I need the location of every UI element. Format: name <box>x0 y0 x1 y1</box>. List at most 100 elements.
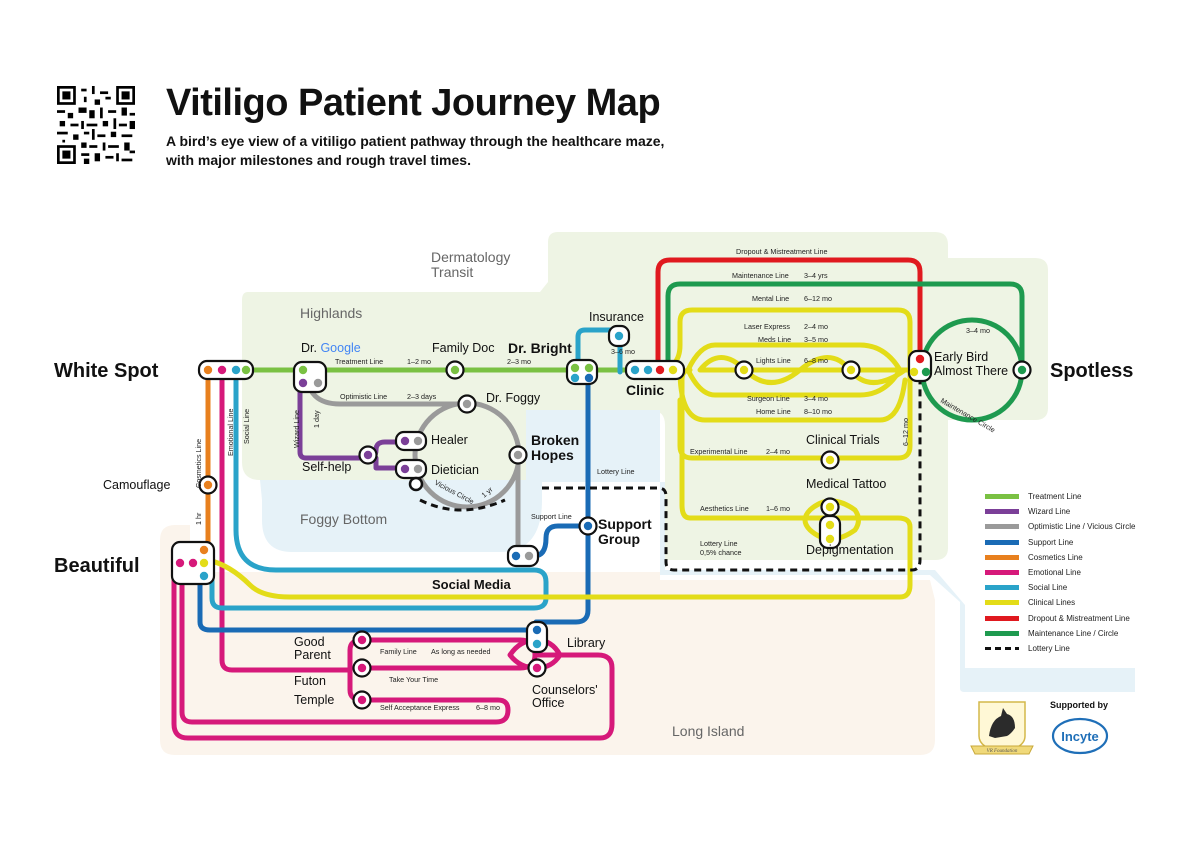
social-media-interchange[interactable] <box>506 544 540 568</box>
dropout-line-route[interactable] <box>655 257 923 373</box>
clinical-trials-stop[interactable] <box>820 450 840 470</box>
medical-tattoo-stop[interactable] <box>820 497 840 517</box>
spotless-stop[interactable] <box>1012 360 1032 380</box>
station-group[interactable]: Group <box>598 531 640 547</box>
counselors-stop[interactable] <box>527 658 547 678</box>
dietician-interchange[interactable] <box>394 458 428 480</box>
station-good[interactable]: Good <box>294 635 325 649</box>
meds-line-route[interactable] <box>685 342 903 373</box>
legend-item[interactable]: Treatment Line <box>985 489 1185 504</box>
station-futon[interactable]: Futon <box>294 674 326 688</box>
region-label-long-island: Long Island <box>672 723 744 739</box>
station-self-help[interactable]: Self-help <box>302 460 351 474</box>
station-insurance[interactable]: Insurance <box>589 310 644 324</box>
station-beautiful[interactable]: Beautiful <box>54 555 140 577</box>
station-medical-tattoo[interactable]: Medical Tattoo <box>806 477 886 491</box>
vr-foundation-logo-icon[interactable]: VR Foundation <box>967 698 1037 758</box>
early-bird-interchange[interactable] <box>907 349 933 383</box>
station-white-spot[interactable]: White Spot <box>54 360 159 382</box>
clinical-line-beautiful[interactable] <box>205 367 913 600</box>
station-dot <box>825 455 835 465</box>
aesthetics-line-route[interactable] <box>802 498 861 542</box>
label-social-line: Social Line <box>242 409 251 444</box>
healer-interchange[interactable] <box>394 430 428 452</box>
region-label-dermatology: Dermatology <box>431 249 510 265</box>
insurance-stop[interactable] <box>607 324 631 348</box>
station-dr-bright[interactable]: Dr. Bright <box>508 340 572 356</box>
self-help-stop[interactable] <box>358 445 378 465</box>
station-almost-there[interactable]: Almost There <box>934 364 1008 378</box>
station-family-doc[interactable]: Family Doc <box>432 341 495 355</box>
station-dot <box>846 365 856 375</box>
station-dot <box>413 436 423 446</box>
dr-google-prefix: Dr. <box>301 341 320 355</box>
station-pill <box>292 360 328 394</box>
station-dot <box>199 558 209 568</box>
legend-swatch <box>985 494 1019 500</box>
station-healer[interactable]: Healer <box>431 433 468 447</box>
station-spotless[interactable]: Spotless <box>1050 360 1133 382</box>
legend-item[interactable]: Cosmetics Line <box>985 550 1185 565</box>
incyte-logo-icon[interactable]: Incyte <box>1050 716 1110 756</box>
camouflage-stop[interactable] <box>198 475 218 495</box>
lottery-line-route[interactable] <box>542 380 922 572</box>
surgeon-line-route[interactable] <box>685 367 903 398</box>
maintenance-line-route[interactable] <box>665 281 1025 373</box>
library-interchange[interactable] <box>525 620 549 654</box>
laser-stop-a[interactable] <box>734 360 754 380</box>
foggy-bottom-region <box>260 410 1135 692</box>
clinic-interchange[interactable] <box>624 359 686 381</box>
station-clinic[interactable]: Clinic <box>626 382 664 398</box>
station-office[interactable]: Office <box>532 696 564 710</box>
station-hopes[interactable]: Hopes <box>531 447 574 463</box>
experimental-line-route[interactable] <box>677 369 913 461</box>
station-support[interactable]: Support <box>598 516 652 532</box>
legend-item[interactable]: Emotional Line <box>985 565 1185 580</box>
beautiful-interchange[interactable] <box>170 540 216 586</box>
good-parent-stop[interactable] <box>352 630 372 650</box>
station-camouflage[interactable]: Camouflage <box>103 478 170 492</box>
station-dot <box>1017 365 1027 375</box>
social-line-route[interactable] <box>209 367 549 611</box>
legend-item[interactable]: Optimistic Line / Vicious Circle <box>985 519 1185 534</box>
station-depigmentation[interactable]: Depigmentation <box>806 543 894 557</box>
temple-stop[interactable] <box>352 690 372 710</box>
legend-item[interactable]: Social Line <box>985 580 1185 595</box>
laser-stop-b[interactable] <box>841 360 861 380</box>
dr-foggy-stop[interactable] <box>457 394 477 414</box>
station-social-media[interactable]: Social Media <box>432 577 512 592</box>
legend-label: Emotional Line <box>1028 568 1081 578</box>
station-counselors[interactable]: Counselors' <box>532 683 598 697</box>
station-dr-foggy[interactable]: Dr. Foggy <box>486 391 541 405</box>
legend-item[interactable]: Clinical Lines <box>985 595 1185 610</box>
station-temple[interactable]: Temple <box>294 693 334 707</box>
broken-hopes-stop[interactable] <box>508 445 528 465</box>
emotional-long-island[interactable] <box>171 563 615 741</box>
legend-swatch <box>985 570 1019 576</box>
station-dietician[interactable]: Dietician <box>431 463 479 477</box>
legend-item[interactable]: Support Line <box>985 535 1185 550</box>
white-spot-interchange[interactable] <box>197 359 255 381</box>
qr-code-icon[interactable] <box>57 86 135 164</box>
legend-item[interactable]: Wizard Line <box>985 504 1185 519</box>
station-broken[interactable]: Broken <box>531 432 579 448</box>
dr-bright-interchange[interactable] <box>565 358 599 386</box>
station-dr-google[interactable]: Dr. Google <box>301 341 361 355</box>
station-clinical-trials[interactable]: Clinical Trials <box>806 433 880 447</box>
station-dot <box>298 365 308 375</box>
label-emotional-line: Emotional Line <box>226 408 235 456</box>
station-library[interactable]: Library <box>567 636 606 650</box>
station-early-bird[interactable]: Early Bird <box>934 350 988 364</box>
family-doc-stop[interactable] <box>445 360 465 380</box>
legend-item[interactable]: Lottery Line <box>985 641 1185 656</box>
station-pill <box>624 359 686 381</box>
support-group-stop[interactable] <box>578 516 598 536</box>
home-line-route[interactable] <box>677 367 908 423</box>
legend-item[interactable]: Dropout & Mistreatment Line <box>985 611 1185 626</box>
station-parent[interactable]: Parent <box>294 648 331 662</box>
label-t-2-3days: 2–3 days <box>407 392 437 401</box>
legend-item[interactable]: Maintenance Line / Circle <box>985 626 1185 641</box>
futon-stop[interactable] <box>352 658 372 678</box>
dr-google-interchange[interactable] <box>292 360 328 394</box>
emotional-line-route[interactable] <box>219 367 353 673</box>
